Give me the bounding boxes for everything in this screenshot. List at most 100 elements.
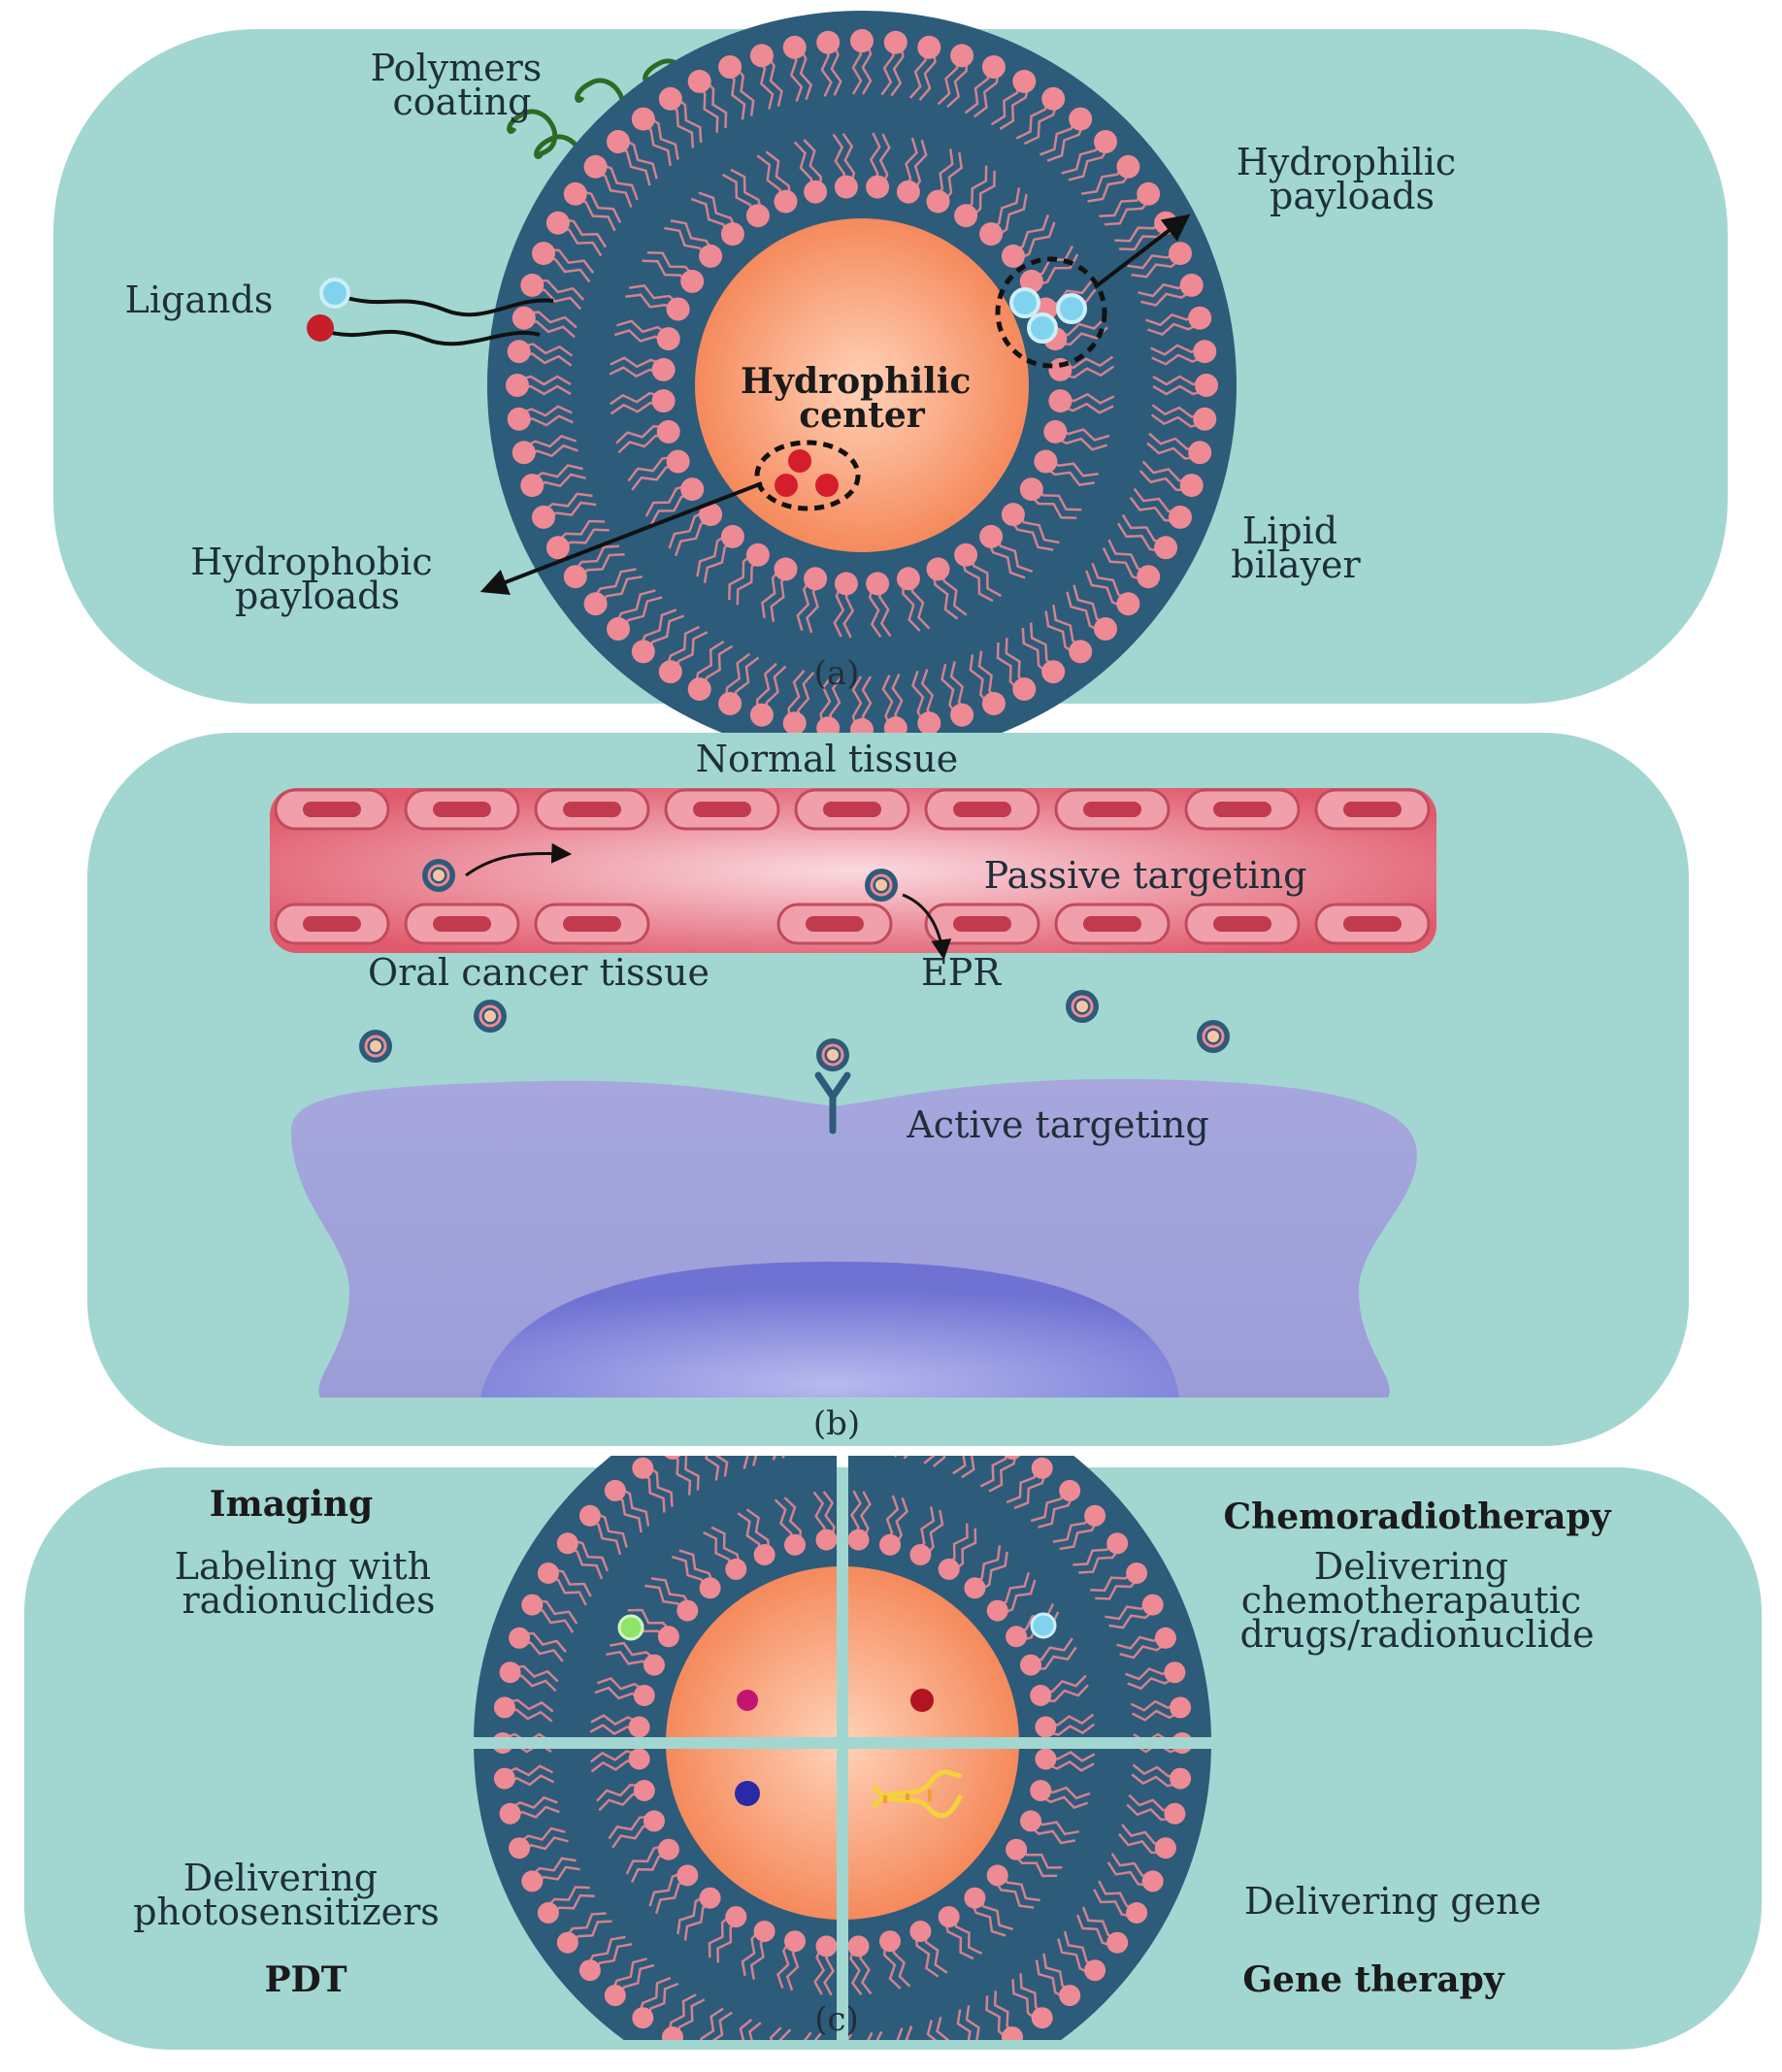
lipid-head <box>604 1985 626 2007</box>
lipid-head <box>578 1959 601 1982</box>
lipid-head <box>1069 107 1093 131</box>
label-delivering-photosensitizers: Delivering photosensitizers <box>133 1857 440 1933</box>
label-hydrophilic-center: Hydrophilic center <box>741 361 983 436</box>
lipid-head <box>727 2056 748 2072</box>
lipid-head <box>981 55 1006 79</box>
lipid-head <box>937 2056 958 2072</box>
lipid-head <box>782 35 807 59</box>
lipid-head <box>850 29 874 52</box>
lipid-head <box>954 204 978 228</box>
lipid-head <box>774 557 798 581</box>
lipid-head <box>917 35 941 59</box>
lipid-head <box>866 572 890 596</box>
lipid-head <box>583 592 608 616</box>
dna-helix-icon <box>871 1769 964 1819</box>
lipid-head <box>1004 1456 1021 1460</box>
label-chemoradiotherapy: Chemoradiotherapy <box>1223 1496 1611 1537</box>
lipid-head <box>1169 242 1192 266</box>
lipid-head <box>499 1661 521 1684</box>
lipid-head <box>1172 1749 1192 1754</box>
label-normal-tissue: Normal tissue <box>696 738 959 780</box>
lipid-head <box>815 1529 837 1551</box>
lipid-head <box>1048 357 1072 381</box>
lipid-head <box>903 2064 924 2072</box>
liposome-quadrant <box>474 1749 958 2072</box>
lipid-head <box>883 30 908 54</box>
lipid-head <box>753 1544 776 1565</box>
lipid-head <box>662 2026 683 2040</box>
lipid-head <box>1006 1626 1028 1648</box>
lipid-head <box>676 1864 699 1887</box>
lipid-head <box>1179 273 1204 297</box>
lipid-head <box>521 1594 544 1616</box>
circulation-arrow <box>465 842 573 877</box>
lipid-head <box>1126 1562 1148 1584</box>
lipid-head <box>1030 1685 1052 1706</box>
lipid-molecules <box>506 29 1218 741</box>
lipid-head <box>896 567 920 591</box>
lipid-head <box>687 69 711 93</box>
label-ligands: Ligands <box>125 279 274 321</box>
lipid-head <box>509 1837 531 1859</box>
epr-arrow <box>902 893 952 961</box>
label-gene-therapy: Gene therapy <box>1242 1959 1504 2000</box>
liposome-quadrant <box>848 1749 1211 2072</box>
lipid-head <box>1001 244 1025 268</box>
lipid-head <box>938 1906 960 1928</box>
lipid-head <box>657 1626 679 1648</box>
lipid-head <box>1031 2007 1053 2029</box>
lipid-head <box>950 44 974 68</box>
hydrophilic-center-core <box>695 218 1029 552</box>
panel-c: Imaging Labeling with radionuclides Chem… <box>24 1456 1762 2072</box>
lipid-head <box>926 189 950 214</box>
panel-a: Polymers coating Hydrophilic payloads Li… <box>53 11 1728 760</box>
lipid-head <box>1193 340 1217 364</box>
lipid-head <box>1141 1870 1164 1892</box>
label-labeling-radionuclides: Labeling with radionuclides <box>175 1545 443 1622</box>
lipid-head <box>644 1810 665 1832</box>
lipid-head <box>583 154 608 179</box>
lipid-head <box>1126 1902 1148 1924</box>
lipid-head <box>699 1577 721 1599</box>
lipid-head <box>545 211 570 235</box>
lipid-head <box>687 677 711 702</box>
ligands-group <box>307 278 554 346</box>
liposome-a <box>487 11 1237 760</box>
lipid-head <box>644 1654 665 1676</box>
label-oral-cancer-tissue: Oral cancer tissue <box>368 951 710 994</box>
hydrophobic-arrow <box>479 481 763 595</box>
lipid-head <box>537 1562 559 1584</box>
lipid-head <box>834 175 858 199</box>
lipid-head <box>761 2064 782 2072</box>
lipid-head <box>718 55 742 79</box>
hydrophilic-arrow <box>1093 214 1191 289</box>
lipid-head <box>520 273 544 297</box>
lipid-head <box>1137 181 1161 206</box>
lipid-head <box>937 2056 958 2072</box>
lipid-head <box>725 1558 747 1580</box>
caption-c: (c) <box>814 2000 859 2039</box>
lipid-head <box>633 1685 655 1706</box>
lipid-head <box>1116 154 1140 179</box>
lipid-head <box>532 505 555 529</box>
lipid-head <box>896 180 920 204</box>
lipid-head <box>938 1558 960 1580</box>
lipid-head <box>720 222 744 247</box>
lipid-head <box>950 703 974 727</box>
lipid-head <box>1069 640 1093 664</box>
lipid-head <box>563 181 587 206</box>
label-hydrophobic-payloads: Hydrophobic payloads <box>190 541 445 617</box>
lipid-head <box>1059 1985 1081 2007</box>
photosensitizer-dot-magenta <box>737 1690 758 1711</box>
lipid-head <box>926 557 950 581</box>
label-delivering-gene: Delivering gene <box>1244 1880 1541 1923</box>
lipid-head <box>1001 503 1025 527</box>
lipid-head <box>1048 389 1072 413</box>
lipid-head <box>545 536 570 560</box>
lipid-head <box>628 1749 650 1770</box>
label-delivering-chemo: Delivering chemotherapautic drugs/radion… <box>1239 1545 1594 1656</box>
lipid-head <box>1169 505 1192 529</box>
endothelial-cells-top <box>274 788 1431 831</box>
lipid-head <box>753 1921 776 1942</box>
